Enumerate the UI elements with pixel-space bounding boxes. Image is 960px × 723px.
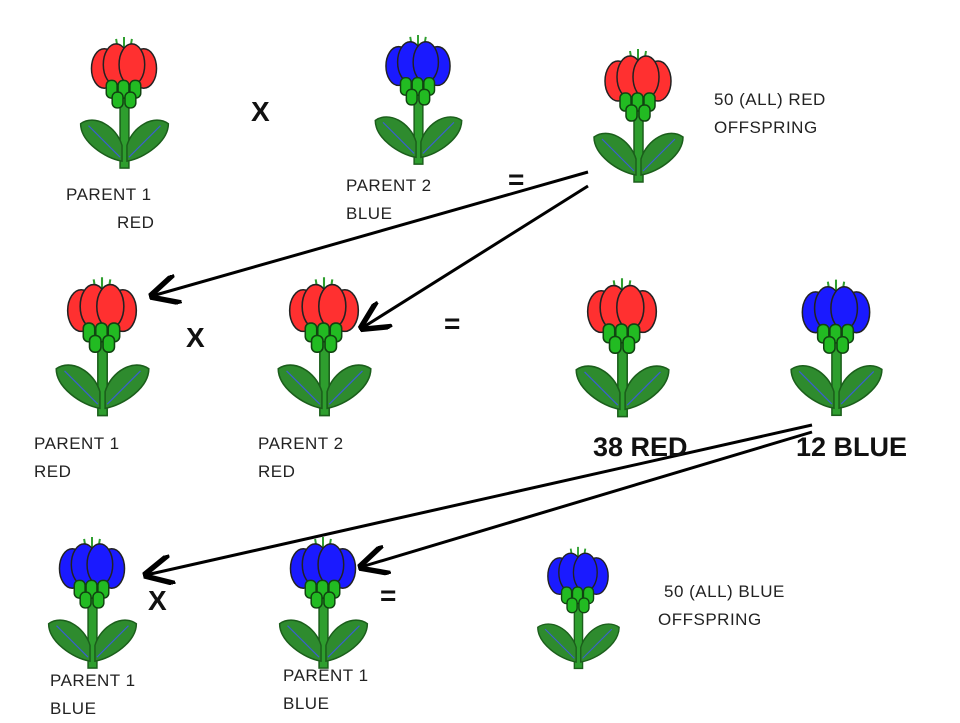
row2-red-count: 38 RED (593, 432, 688, 462)
row1-parent2-label: PARENT 2 BLUE (346, 172, 432, 228)
red-flower-row2-offspring (570, 268, 674, 430)
row2-blue-count: 12 BLUE (796, 432, 908, 462)
row3-parent1-line1: PARENT 1 (50, 671, 136, 690)
row2-parent1-line1: PARENT 1 (34, 434, 120, 453)
arrow-row2-to-row3-parent2 (361, 430, 813, 567)
row3-parent1-label: PARENT 1 BLUE (50, 667, 136, 723)
row3-parent2-line1: PARENT 1 (283, 666, 369, 685)
row2-parent2-label: PARENT 2 RED (258, 430, 344, 486)
row2-parent2-line1: PARENT 2 (258, 434, 344, 453)
blue-flower-row2-offspring (785, 270, 887, 428)
row1-cross-symbol: X (251, 96, 270, 127)
row3-offspring-line1: 50 (ALL) BLUE (664, 582, 785, 601)
row1-equals-symbol: = (508, 164, 525, 195)
row2-parent1-line2: RED (34, 462, 72, 481)
row1-offspring-line1: 50 (ALL) RED (714, 90, 826, 109)
row3-equals-symbol: = (380, 580, 397, 611)
red-flower-row2-parent1 (50, 266, 154, 430)
blue-flower-row1-parent2 (366, 33, 470, 169)
row3-parent2-line2: BLUE (283, 694, 330, 713)
row3-offspring-label: 50 (ALL) BLUE OFFSPRING (658, 578, 785, 634)
red-flower-row1-offspring (588, 36, 688, 198)
arrow-row1-to-row2-parent1 (152, 170, 589, 296)
row3-parent1-line2: BLUE (50, 699, 97, 718)
row1-offspring-line2: OFFSPRING (714, 118, 818, 137)
blue-flower-row3-offspring (528, 545, 628, 673)
row2-parent1-label: PARENT 1 RED (34, 430, 120, 486)
red-flower-row2-parent2 (272, 268, 376, 428)
row3-parent2-label: PARENT 1 BLUE (283, 662, 369, 718)
row2-parent2-line2: RED (258, 462, 296, 481)
arrow-row1-to-row2-parent2 (362, 184, 589, 328)
row2-cross-symbol: X (186, 322, 205, 353)
arrow-row2-to-row3-parent1 (146, 423, 813, 575)
blue-flower-row3-parent2 (270, 535, 376, 673)
row1-parent2-line2: BLUE (346, 204, 393, 223)
row1-parent2-line1: PARENT 2 (346, 176, 432, 195)
row3-cross-symbol: X (148, 585, 167, 616)
row2-equals-symbol: = (444, 308, 461, 339)
row1-parent1-line2: RED (117, 213, 155, 232)
red-flower-row1-parent1 (70, 35, 178, 173)
row1-parent1-label: PARENT 1 RED (66, 181, 154, 237)
row1-parent1-line1: PARENT 1 (66, 185, 152, 204)
blue-flower-row3-parent1 (38, 535, 146, 673)
row1-offspring-label: 50 (ALL) RED OFFSPRING (714, 86, 826, 142)
row3-offspring-line2: OFFSPRING (658, 610, 762, 629)
